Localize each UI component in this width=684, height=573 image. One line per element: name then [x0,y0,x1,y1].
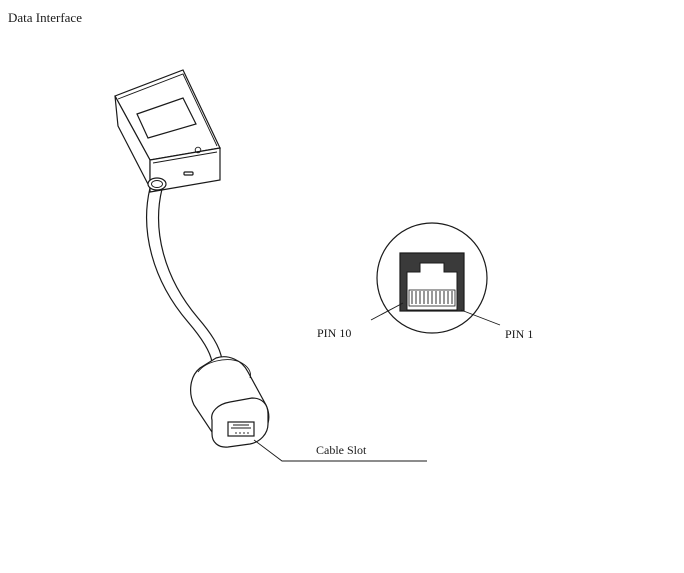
display-window [136,97,197,139]
cable-slot-label: Cable Slot [316,443,367,457]
pin1-leader [460,309,501,326]
pin10-label: PIN 10 [317,326,351,340]
cable [146,177,223,363]
front-slot [183,171,194,176]
terminal-device [114,69,221,193]
indicator-led [194,146,202,154]
pin1-label: PIN 1 [505,327,533,341]
page-title: Data Interface [8,10,82,25]
ferrite-connector [190,356,270,448]
pin-contacts [411,291,453,304]
pinout-detail [376,222,488,334]
pin10-leader [370,302,404,321]
cable-port [227,421,255,437]
cable-slot-leader [253,439,427,462]
